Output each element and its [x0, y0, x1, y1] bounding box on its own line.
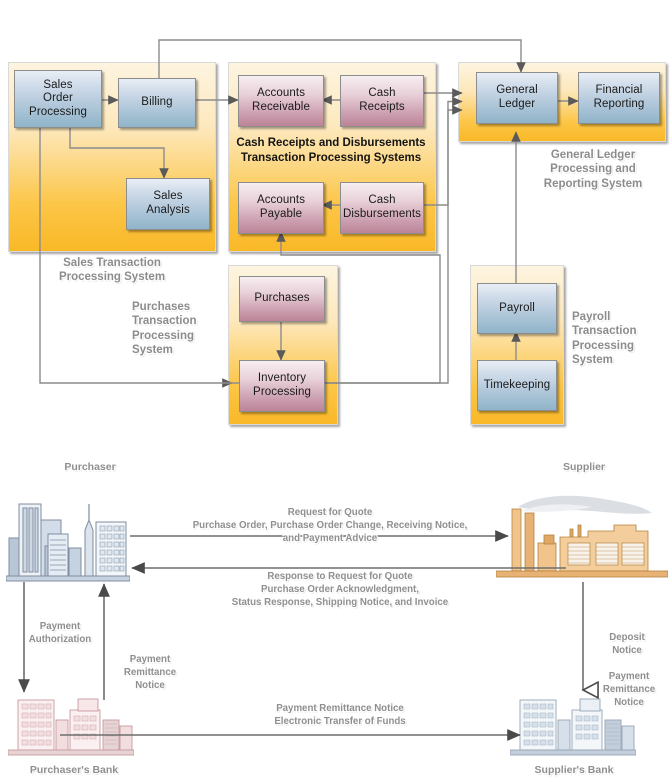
purchaser-bank-illustration: [8, 698, 134, 756]
box-billing[interactable]: Billing: [118, 78, 196, 128]
supplier-factory-illustration: [496, 495, 668, 578]
box-label: Billing: [141, 96, 173, 109]
label-supplier: Supplier: [562, 461, 605, 473]
box-label: Payroll: [499, 301, 535, 314]
label-suppliers-bank: Supplier's Bank: [534, 764, 614, 776]
box-label: Timekeeping: [483, 378, 551, 391]
box-label: Purchases: [254, 292, 310, 305]
label-purchasers-bank: Purchaser's Bank: [29, 764, 119, 776]
box-purchases[interactable]: Purchases: [239, 276, 325, 322]
box-timekeeping[interactable]: Timekeeping: [477, 360, 557, 411]
label-purchaser: Purchaser: [64, 461, 116, 473]
purchaser-city-illustration: [6, 503, 130, 582]
supplier-bank-illustration: [510, 698, 636, 756]
box-payroll[interactable]: Payroll: [477, 283, 557, 334]
